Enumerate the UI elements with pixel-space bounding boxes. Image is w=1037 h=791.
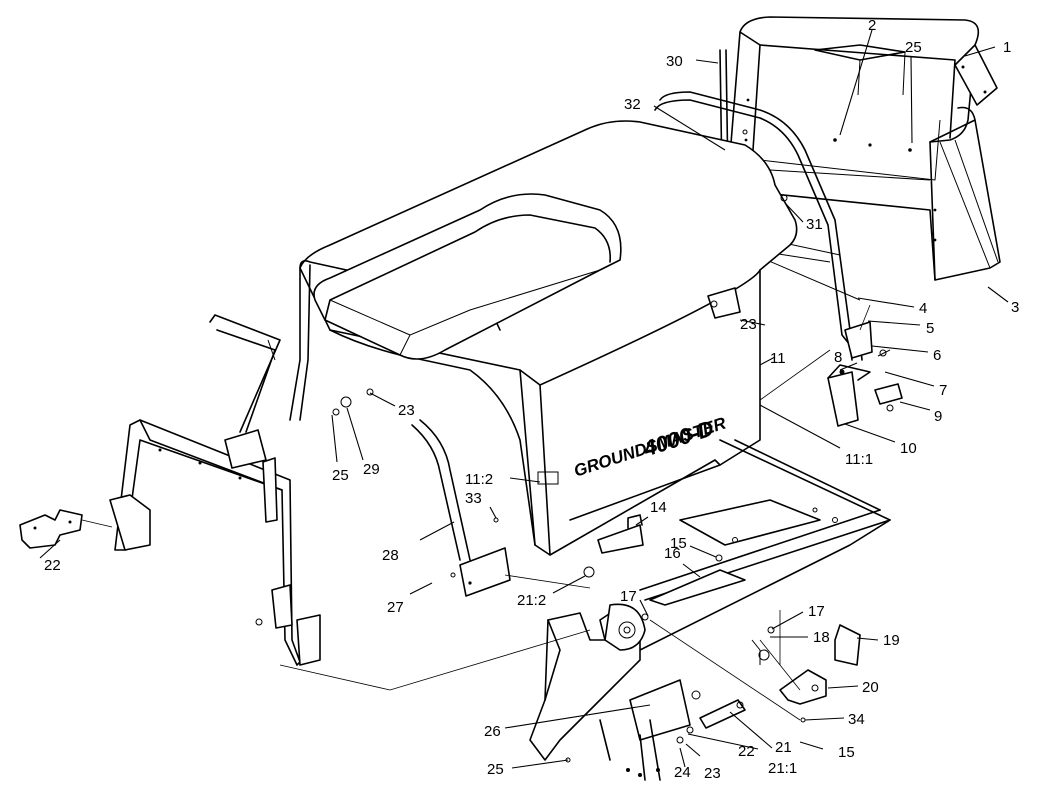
callout-15a: 15 — [670, 535, 687, 552]
callout-21: 21 — [775, 739, 792, 756]
callout-labels: 1 2 3 4 5 6 7 8 9 10 11 11:1 11:2 14 15 … — [44, 17, 1019, 782]
callout-1: 1 — [1003, 39, 1011, 56]
callout-7: 7 — [939, 382, 947, 399]
callout-23a: 23 — [740, 316, 757, 333]
rear-guard — [834, 624, 861, 666]
callout-25c: 25 — [487, 761, 504, 778]
callout-11-1: 11:1 — [845, 451, 873, 468]
mount-bracket-left — [19, 509, 83, 549]
hood-latch-plate — [707, 287, 741, 319]
slide-plate — [649, 569, 746, 606]
callout-8: 8 — [834, 349, 842, 366]
front-frame — [109, 419, 321, 666]
callout-22b: 22 — [738, 743, 755, 760]
callout-34: 34 — [848, 711, 865, 728]
hardware-fasteners — [332, 129, 894, 763]
lower-mount-tower — [529, 603, 701, 781]
callout-23b: 23 — [398, 402, 415, 419]
callout-10: 10 — [900, 440, 917, 457]
step-bracket — [597, 514, 644, 554]
callout-3: 3 — [1011, 299, 1019, 316]
latch-housing — [779, 669, 827, 705]
callout-4: 4 — [919, 300, 927, 317]
callout-29: 29 — [363, 461, 380, 478]
callout-33: 33 — [465, 490, 482, 507]
decal-label — [537, 471, 559, 485]
callout-9: 9 — [934, 408, 942, 425]
callout-11-2: 11:2 — [465, 471, 493, 488]
callout-14: 14 — [650, 499, 667, 516]
callout-22a: 22 — [44, 557, 61, 574]
support-rod — [209, 314, 281, 469]
assembly-guide-lines — [81, 304, 871, 721]
callout-32: 32 — [624, 96, 641, 113]
callout-26: 26 — [484, 723, 501, 740]
callout-17b: 17 — [808, 603, 825, 620]
callout-17a: 17 — [620, 588, 637, 605]
bracket-assembly — [827, 349, 903, 427]
cover-plate — [954, 44, 998, 106]
callout-30: 30 — [666, 53, 683, 70]
callout-20: 20 — [862, 679, 879, 696]
callout-31: 31 — [806, 216, 823, 233]
callout-21-2: 21:2 — [517, 592, 546, 609]
callout-16: 16 — [664, 545, 681, 562]
callout-19: 19 — [883, 632, 900, 649]
callout-28: 28 — [382, 547, 399, 564]
callout-24: 24 — [674, 764, 691, 781]
callout-21-1: 21:1 — [768, 760, 797, 777]
callout-15b: 15 — [838, 744, 855, 761]
callout-18: 18 — [813, 629, 830, 646]
hood-strut — [411, 419, 511, 597]
leader-lines — [39, 29, 1009, 769]
callout-25a: 25 — [905, 39, 922, 56]
callout-27: 27 — [387, 599, 404, 616]
callout-25b: 25 — [332, 467, 349, 484]
main-hood: GROUNDSMASTER 4000-D — [289, 120, 798, 556]
callout-6: 6 — [933, 347, 941, 364]
latch-lever — [699, 699, 746, 729]
callout-23c: 23 — [704, 765, 721, 782]
callout-5: 5 — [926, 320, 934, 337]
callout-11: 11 — [770, 350, 786, 367]
callout-2: 2 — [868, 17, 876, 34]
